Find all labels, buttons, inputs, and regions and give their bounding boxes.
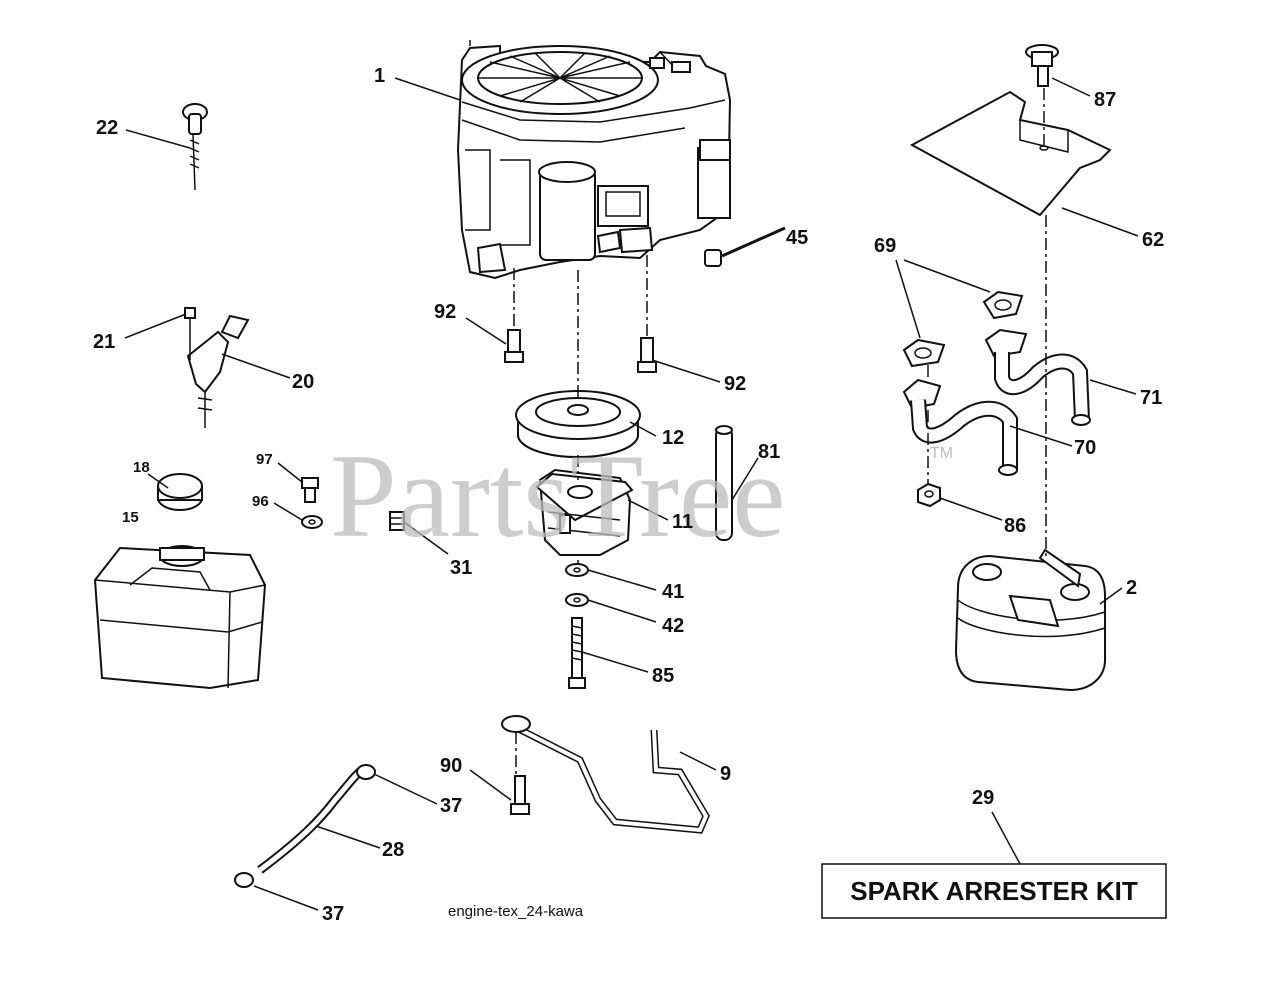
nut-86-part[interactable]	[917, 482, 941, 508]
callout-70: 70	[1074, 437, 1096, 459]
callout-2: 2	[1126, 577, 1137, 599]
hose-clamp-top-part[interactable]	[356, 764, 376, 780]
callout-86: 86	[1004, 515, 1026, 537]
callout-41: 41	[662, 581, 684, 603]
bolt-85-part[interactable]	[568, 617, 586, 689]
watermark-trademark: TM	[930, 445, 953, 462]
tube-81-part[interactable]	[715, 425, 733, 541]
callout-92-right: 92	[724, 373, 746, 395]
hose-clamp-bottom-part[interactable]	[234, 872, 254, 888]
muffler-part[interactable]	[954, 548, 1106, 692]
leader-lines	[124, 77, 1139, 911]
bolt-92-left-part[interactable]	[504, 329, 524, 363]
callout-42: 42	[662, 615, 684, 637]
callout-labels: 1 22 21 20 18 15 97 96 31 92 92 45 12 81…	[93, 65, 1164, 925]
assembly-center-lines	[513, 88, 1047, 776]
watermark-text: PartsTree	[330, 429, 786, 562]
washer-42-part[interactable]	[565, 593, 589, 607]
callout-96: 96	[252, 493, 269, 510]
callout-37-bottom: 37	[322, 903, 344, 925]
callout-81: 81	[758, 441, 780, 463]
heat-shield-part[interactable]	[909, 90, 1112, 217]
callout-1: 1	[374, 65, 385, 87]
callout-22: 22	[96, 117, 118, 139]
pulley-part[interactable]	[515, 390, 641, 458]
exhaust-pipe-71-part[interactable]	[984, 328, 1091, 426]
callout-85: 85	[652, 665, 674, 687]
callout-11: 11	[672, 511, 693, 533]
bolt-90-part[interactable]	[510, 775, 530, 815]
dipstick-part[interactable]	[182, 103, 208, 191]
callout-37-top: 37	[440, 795, 462, 817]
callout-62: 62	[1142, 229, 1164, 251]
callout-87: 87	[1094, 89, 1116, 111]
fuel-hose-part[interactable]	[257, 766, 365, 874]
gasket-69-part[interactable]	[902, 290, 1024, 368]
callout-92-left: 92	[434, 301, 456, 323]
callout-69: 69	[874, 235, 896, 257]
fuel-cap-part[interactable]	[157, 473, 203, 511]
callout-31: 31	[450, 557, 472, 579]
callout-21: 21	[93, 331, 115, 353]
electric-clutch-part[interactable]	[535, 468, 634, 556]
callout-90: 90	[440, 755, 462, 777]
callout-45: 45	[786, 227, 808, 249]
callout-15: 15	[122, 509, 139, 526]
exhaust-pipe-70-part[interactable]	[902, 378, 1018, 476]
spark-arrester-kit-label: SPARK ARRESTER KIT	[850, 876, 1138, 906]
callout-9: 9	[720, 763, 731, 785]
nut-31-part[interactable]	[389, 511, 405, 531]
bolt-92-right-part[interactable]	[637, 337, 657, 373]
callout-12: 12	[662, 427, 684, 449]
fuel-tank-part[interactable]	[93, 545, 267, 690]
spark-plug-part[interactable]	[704, 226, 786, 267]
throttle-control-part[interactable]	[184, 307, 250, 428]
spark-arrester-kit[interactable]: SPARK ARRESTER KIT	[821, 863, 1167, 919]
callout-29: 29	[972, 787, 994, 809]
callout-71: 71	[1140, 387, 1162, 409]
rod-9-part[interactable]	[501, 715, 710, 834]
knob-87-part[interactable]	[1025, 44, 1059, 87]
callout-28: 28	[382, 839, 404, 861]
callout-20: 20	[292, 371, 314, 393]
bolt-97-part[interactable]	[301, 477, 319, 503]
washer-96-part[interactable]	[301, 515, 323, 529]
diagram-caption: engine-tex_24-kawa	[448, 903, 584, 920]
callout-18: 18	[133, 459, 150, 476]
engine-part[interactable]	[456, 40, 732, 280]
callout-97: 97	[256, 451, 273, 468]
washer-41-part[interactable]	[565, 563, 589, 577]
